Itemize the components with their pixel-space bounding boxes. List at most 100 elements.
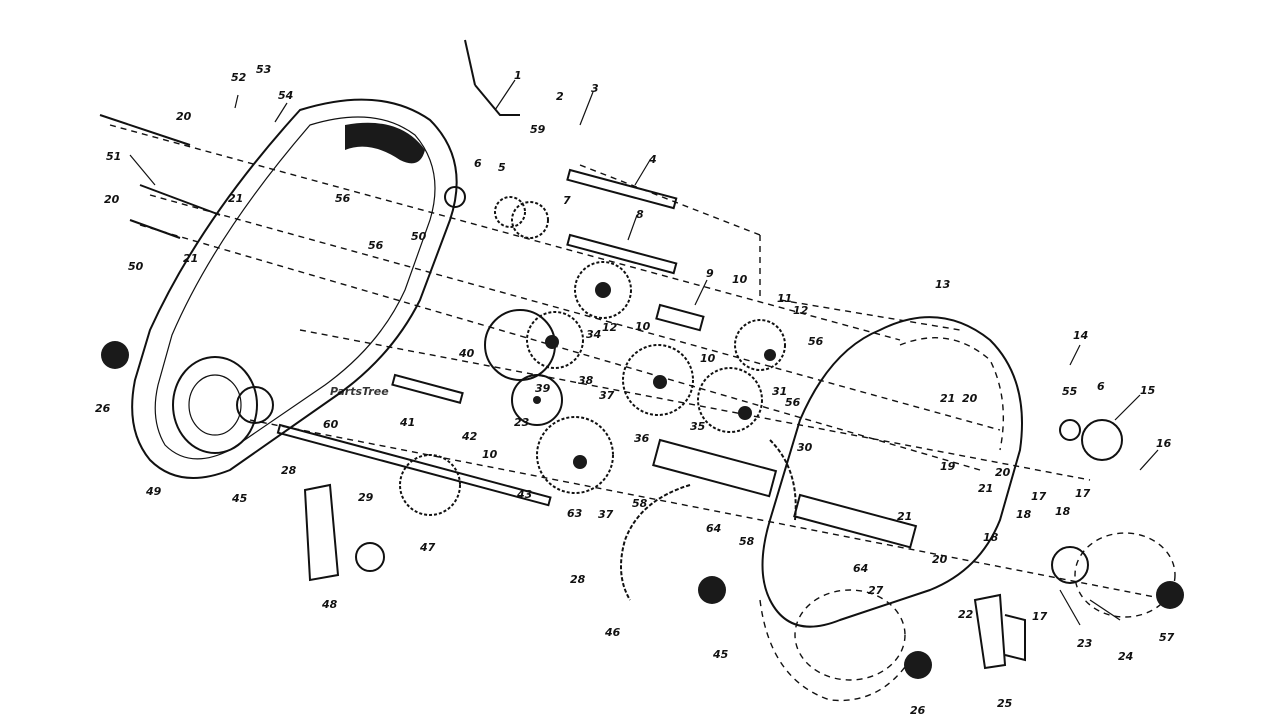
callout-1: 1 [514, 69, 522, 82]
callout-10: 10 [700, 352, 716, 365]
callout-23: 23 [514, 416, 530, 429]
callout-20: 20 [995, 466, 1011, 479]
callout-2: 2 [556, 90, 564, 103]
callout-6: 6 [474, 157, 482, 170]
callout-43: 43 [516, 488, 533, 501]
callout-23: 23 [1077, 637, 1093, 650]
callout-21: 21 [940, 392, 955, 405]
callout-26: 26 [95, 402, 111, 415]
callout-40: 40 [458, 347, 475, 360]
callout-16: 16 [1156, 437, 1172, 450]
gear-40 [484, 309, 584, 381]
callout-56: 56 [368, 239, 384, 252]
callout-56: 56 [335, 192, 351, 205]
callout-64: 64 [853, 562, 868, 575]
callout-12: 12 [793, 304, 809, 317]
callout-60: 60 [323, 418, 339, 431]
callout-31: 31 [772, 385, 787, 398]
callout-46: 46 [604, 626, 621, 639]
callout-58: 58 [632, 497, 648, 510]
callout-11: 11 [777, 292, 792, 305]
callout-26: 26 [910, 704, 926, 717]
callout-45: 45 [712, 648, 729, 661]
callout-24: 24 [1118, 650, 1133, 663]
callout-54: 54 [278, 89, 293, 102]
assembly-lines [109, 124, 1171, 601]
gear-47 [399, 454, 461, 516]
callout-48: 48 [321, 598, 338, 611]
callout-28: 28 [281, 464, 297, 477]
callout-36: 36 [634, 432, 650, 445]
callout-13: 13 [935, 278, 951, 291]
callout-37: 37 [599, 389, 615, 402]
callout-4: 4 [648, 153, 657, 166]
callout-7: 7 [563, 194, 571, 207]
callout-64: 64 [706, 522, 721, 535]
callout-21: 21 [228, 192, 243, 205]
callout-6: 6 [1097, 380, 1105, 393]
callout-56: 56 [808, 335, 824, 348]
callout-10: 10 [732, 273, 748, 286]
callout-51: 51 [106, 150, 121, 163]
callout-52: 52 [231, 71, 247, 84]
callout-17: 17 [1075, 487, 1091, 500]
callout-63: 63 [567, 507, 583, 520]
callout-3: 3 [591, 82, 599, 95]
callout-15: 15 [1140, 384, 1156, 397]
callout-20: 20 [104, 193, 120, 206]
callout-29: 29 [358, 491, 374, 504]
callout-58: 58 [739, 535, 755, 548]
callout-28: 28 [570, 573, 586, 586]
callout-42: 42 [461, 430, 478, 443]
callout-47: 47 [419, 541, 436, 554]
gear-23 [511, 374, 563, 426]
callout-34: 34 [586, 328, 601, 341]
callout-50: 50 [411, 230, 427, 243]
callout-19: 19 [940, 460, 956, 473]
callout-41: 41 [399, 416, 415, 429]
gear-43 [536, 416, 614, 494]
callout-9: 9 [706, 267, 714, 280]
callout-37: 37 [598, 508, 614, 521]
callout-21: 21 [183, 252, 198, 265]
callout-12: 12 [602, 321, 618, 334]
callout-18: 18 [1055, 505, 1071, 518]
callout-20: 20 [932, 553, 948, 566]
callout-10: 10 [482, 448, 498, 461]
shafts [276, 168, 918, 549]
callout-18: 18 [1016, 508, 1032, 521]
gear-35 [697, 367, 763, 433]
callout-10: 10 [635, 320, 651, 333]
fasteners [99, 39, 1184, 679]
callout-labels: 1 2 3 4 5 6 6 7 8 9 10 10 10 10 11 12 12… [95, 63, 1175, 717]
callout-49: 49 [145, 485, 162, 498]
callout-59: 59 [530, 123, 546, 136]
gear-11 [734, 319, 786, 371]
callout-20: 20 [962, 392, 978, 405]
callout-21: 21 [897, 510, 912, 523]
callout-17: 17 [1032, 610, 1048, 623]
callout-14: 14 [1073, 329, 1088, 342]
gear-7 [494, 196, 549, 239]
callout-18: 18 [983, 531, 999, 544]
callout-39: 39 [535, 382, 551, 395]
left-housing [131, 98, 458, 479]
watermark: PartsTree [330, 385, 389, 398]
callout-20: 20 [176, 110, 192, 123]
callout-17: 17 [1031, 490, 1047, 503]
callout-45: 45 [231, 492, 248, 505]
bracket-48 [303, 483, 340, 582]
callout-22: 22 [958, 608, 974, 621]
callout-30: 30 [797, 441, 813, 454]
callout-50: 50 [128, 260, 144, 273]
gear-34 [574, 261, 632, 319]
callout-35: 35 [690, 420, 706, 433]
callout-55: 55 [1062, 385, 1078, 398]
chain-46 [620, 439, 797, 601]
callout-53: 53 [256, 63, 272, 76]
callout-57: 57 [1159, 631, 1175, 644]
callout-56: 56 [785, 396, 801, 409]
callout-21: 21 [978, 482, 993, 495]
bracket-25 [973, 593, 1026, 670]
